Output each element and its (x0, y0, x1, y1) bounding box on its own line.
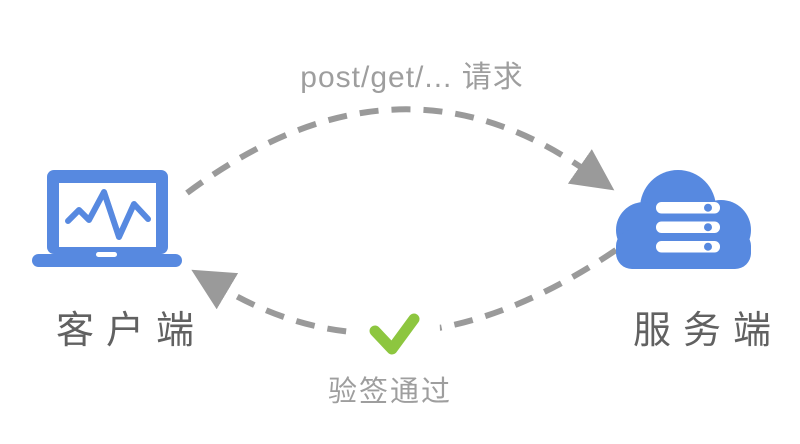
laptop-notch (96, 252, 117, 257)
server-label: 服务端 (632, 310, 783, 352)
verify-label: 验签通过 (327, 376, 452, 408)
request-arrow (185, 106, 615, 196)
chart-line (65, 189, 151, 240)
cloud-server-icon (616, 170, 751, 269)
server-bars (656, 202, 720, 253)
arc-gap-mask (350, 285, 440, 375)
client-label: 客户端 (55, 310, 206, 352)
request-label: post/get/... 请求 (300, 61, 524, 94)
laptop-chart-icon (32, 170, 182, 267)
checkmark-icon (369, 313, 420, 355)
response-arrow (191, 247, 618, 337)
